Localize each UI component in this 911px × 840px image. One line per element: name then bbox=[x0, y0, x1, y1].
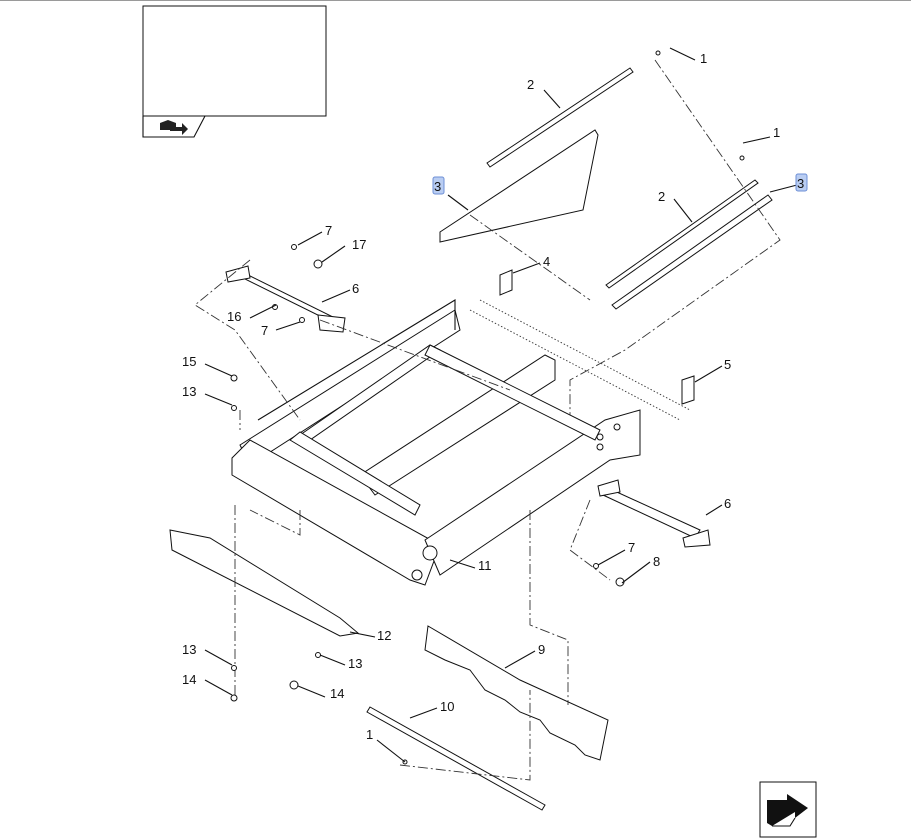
callout-labels: 1 2 3 1 2 3 7 17 6 16 7 4 5 15 13 6 7 8 … bbox=[182, 51, 808, 742]
main-frame bbox=[231, 299, 641, 586]
callout-1[interactable]: 1 bbox=[773, 125, 780, 140]
callout-6[interactable]: 6 bbox=[724, 496, 731, 511]
callout-13[interactable]: 13 bbox=[182, 642, 196, 657]
callout-highlight bbox=[795, 173, 808, 192]
callout-2[interactable]: 2 bbox=[527, 77, 534, 92]
lower-bar-6 bbox=[597, 479, 711, 548]
reference-box bbox=[142, 5, 327, 138]
upper-left-strips bbox=[439, 67, 634, 243]
callout-8[interactable]: 8 bbox=[653, 554, 660, 569]
callout-11[interactable]: 11 bbox=[478, 558, 492, 573]
callout-13[interactable]: 13 bbox=[348, 656, 362, 671]
plate-12 bbox=[169, 529, 360, 637]
callout-3-highlighted[interactable]: 3 bbox=[434, 179, 441, 194]
callout-highlight bbox=[432, 176, 445, 195]
top-border bbox=[0, 0, 911, 1]
upper-bar-6 bbox=[225, 265, 346, 333]
callout-2[interactable]: 2 bbox=[658, 189, 665, 204]
plate-9 bbox=[424, 625, 609, 761]
callout-13[interactable]: 13 bbox=[182, 384, 196, 399]
callout-14[interactable]: 14 bbox=[182, 672, 196, 687]
callout-1[interactable]: 1 bbox=[700, 51, 707, 66]
callout-6[interactable]: 6 bbox=[352, 281, 359, 296]
next-page-arrow-icon[interactable] bbox=[759, 781, 817, 838]
callout-17[interactable]: 17 bbox=[352, 237, 366, 252]
callout-12[interactable]: 12 bbox=[377, 628, 391, 643]
callout-7[interactable]: 7 bbox=[628, 540, 635, 555]
callout-7[interactable]: 7 bbox=[325, 223, 332, 238]
callout-5[interactable]: 5 bbox=[724, 357, 731, 372]
callout-14[interactable]: 14 bbox=[330, 686, 344, 701]
bracket-4 bbox=[499, 269, 513, 296]
callout-16[interactable]: 16 bbox=[227, 309, 241, 324]
leader-lines bbox=[204, 47, 798, 763]
fasteners bbox=[230, 50, 745, 765]
callout-7[interactable]: 7 bbox=[261, 323, 268, 338]
bracket-5 bbox=[681, 375, 695, 405]
callout-3-highlighted[interactable]: 3 bbox=[797, 176, 804, 191]
callout-4[interactable]: 4 bbox=[543, 254, 550, 269]
callout-1[interactable]: 1 bbox=[366, 727, 373, 742]
strip-10 bbox=[366, 706, 546, 811]
callout-9[interactable]: 9 bbox=[538, 642, 545, 657]
rail-guide bbox=[469, 299, 691, 421]
upper-right-strips bbox=[605, 179, 773, 310]
callout-15[interactable]: 15 bbox=[182, 354, 196, 369]
callout-10[interactable]: 10 bbox=[440, 699, 454, 714]
reference-book-icon[interactable] bbox=[160, 120, 188, 135]
